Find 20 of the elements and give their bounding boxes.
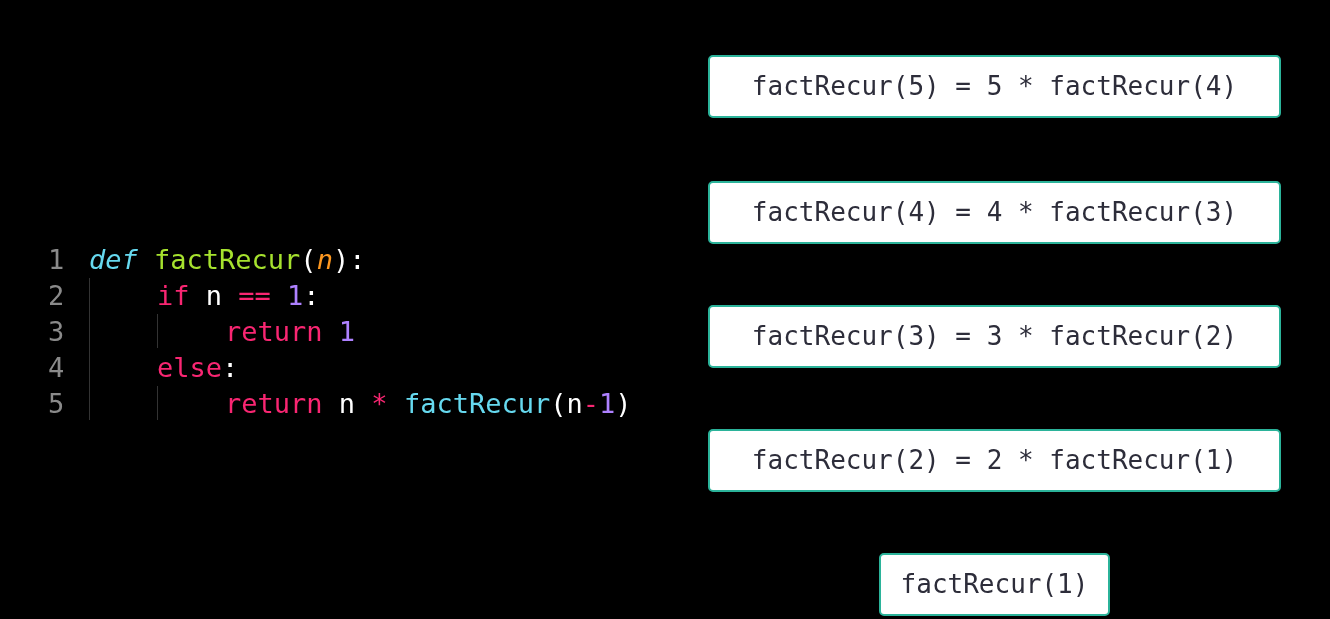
process-box [879, 553, 1110, 616]
line-number: 3 [48, 315, 66, 349]
process-box [708, 305, 1281, 368]
line-number: 4 [48, 351, 66, 385]
box-text: factRecur(1) [900, 568, 1089, 601]
process-box [708, 429, 1281, 492]
process-box [708, 55, 1281, 118]
line-number: 2 [48, 279, 66, 313]
box-text: factRecur(4) = 4 * factRecur(3) [751, 196, 1238, 229]
process-box [708, 181, 1281, 244]
code-line: if n == 1: [157, 279, 320, 313]
box-text: factRecur(5) = 5 * factRecur(4) [751, 70, 1238, 103]
box-text: factRecur(3) = 3 * factRecur(2) [751, 320, 1238, 353]
line-number: 5 [48, 387, 66, 421]
box-text: factRecur(2) = 2 * factRecur(1) [751, 444, 1238, 477]
code-line: def factRecur(n): [89, 243, 366, 277]
code-line: return 1 [225, 315, 356, 349]
line-number: 1 [48, 243, 66, 277]
code-line: else: [157, 351, 239, 385]
code-line: return n * factRecur(n-1) [225, 387, 632, 421]
